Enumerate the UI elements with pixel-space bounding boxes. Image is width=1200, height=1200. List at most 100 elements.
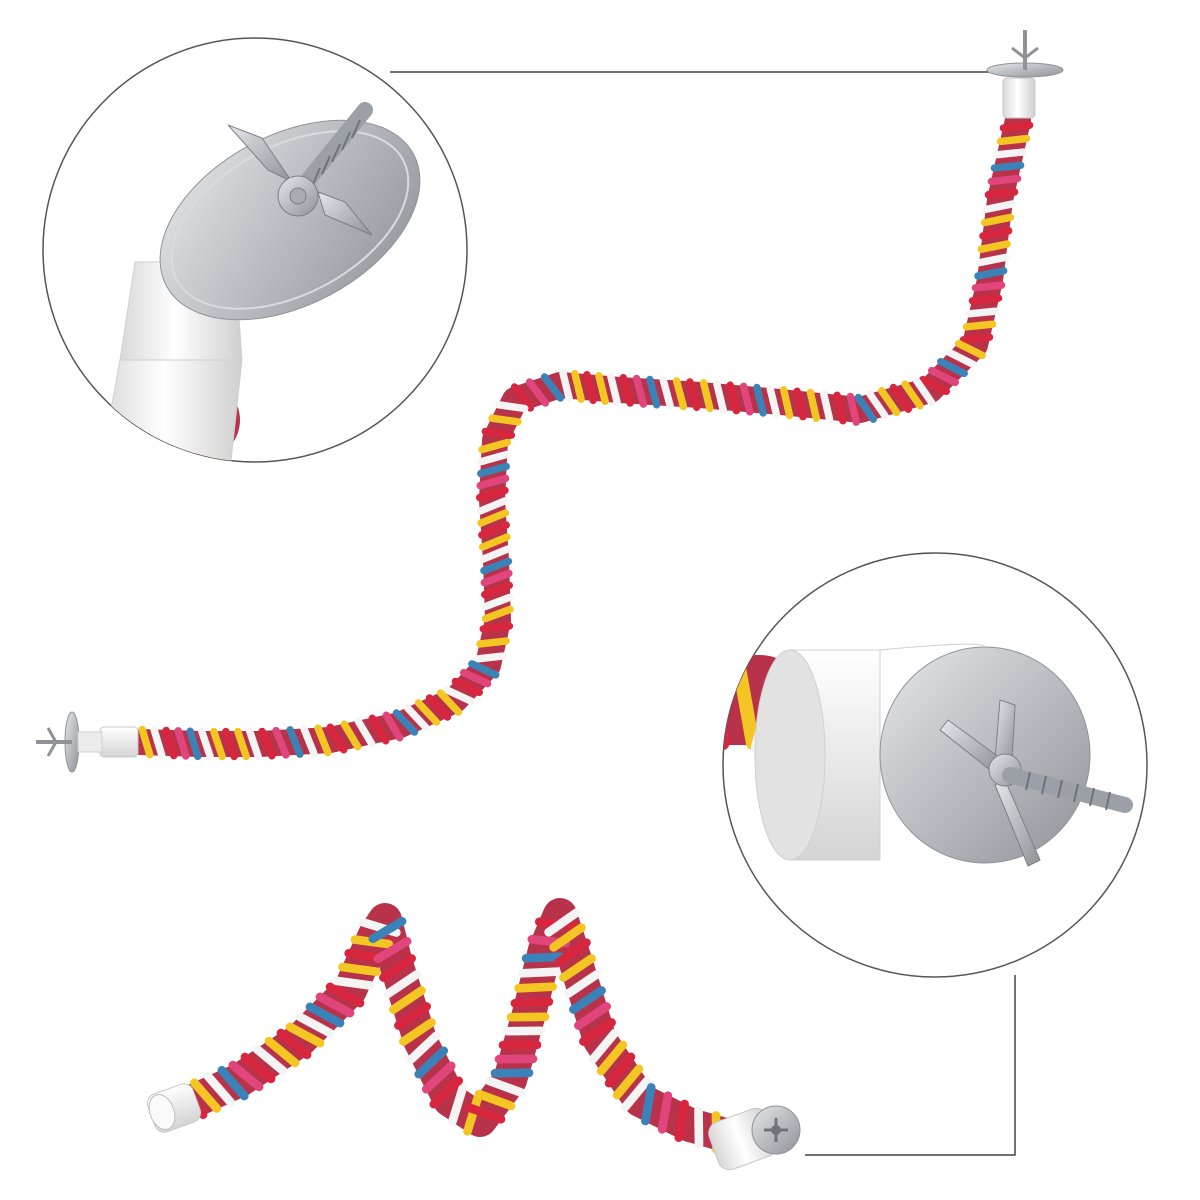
rope-twist bbox=[993, 148, 1028, 159]
rope-twist bbox=[866, 390, 889, 420]
rope-twist bbox=[820, 390, 834, 424]
rope-twist bbox=[481, 605, 514, 623]
rope-twist bbox=[443, 686, 475, 705]
rope-twist bbox=[484, 1076, 526, 1097]
rope-twist bbox=[399, 1018, 436, 1046]
rope-twist bbox=[305, 1002, 345, 1028]
rope-twist bbox=[406, 1031, 441, 1064]
rope-twist bbox=[982, 200, 1016, 214]
rope-twist bbox=[463, 1094, 482, 1136]
rope-twist bbox=[203, 1072, 235, 1107]
rope-twist bbox=[979, 226, 1013, 240]
rope-twist bbox=[723, 649, 730, 751]
rope-twist bbox=[252, 1044, 288, 1076]
rope-twist bbox=[300, 725, 318, 758]
rope-twist bbox=[228, 1060, 264, 1092]
rope-twist bbox=[389, 986, 426, 1014]
rope-twist bbox=[429, 1076, 464, 1109]
rope-twist bbox=[672, 377, 688, 411]
rope-twist bbox=[739, 382, 754, 416]
rope-twist bbox=[477, 509, 510, 527]
rope-twist bbox=[919, 375, 950, 396]
rope-twist bbox=[480, 569, 513, 587]
rope-twist bbox=[901, 380, 924, 410]
rope-twist bbox=[272, 726, 290, 759]
rope-twist bbox=[962, 320, 997, 331]
rope-twist bbox=[632, 374, 648, 408]
rope-twist bbox=[276, 1028, 312, 1060]
rope-twist bbox=[974, 267, 1008, 280]
rope-twist bbox=[525, 378, 550, 407]
rope-twist bbox=[574, 1002, 611, 1030]
rope-twist bbox=[475, 486, 509, 502]
rope-twist bbox=[968, 294, 1003, 305]
rope-twist bbox=[285, 1022, 325, 1048]
rope-twist bbox=[619, 374, 634, 407]
rope-twist bbox=[264, 1036, 300, 1068]
rope-twist bbox=[987, 174, 1022, 186]
rope-twist bbox=[674, 1099, 689, 1142]
rope-twist bbox=[477, 462, 510, 478]
rope-twist bbox=[559, 369, 573, 402]
rope-twist bbox=[421, 1061, 456, 1094]
rope-twist bbox=[686, 378, 701, 411]
rope-twist bbox=[996, 134, 1031, 146]
rope-twist bbox=[368, 916, 407, 944]
rope-twist bbox=[186, 727, 202, 761]
rope-twist bbox=[425, 694, 452, 721]
rope-twist bbox=[368, 714, 390, 745]
rope-twist bbox=[174, 727, 190, 760]
rope-twist bbox=[726, 381, 741, 415]
rope-twist bbox=[210, 727, 226, 761]
left-end-cap bbox=[36, 711, 139, 773]
rope-twist bbox=[510, 997, 554, 1008]
rope-twist bbox=[451, 677, 483, 697]
long-rope-perch bbox=[36, 30, 1064, 773]
rope-twist bbox=[583, 371, 597, 404]
rope-twist bbox=[833, 391, 847, 425]
zigzag-left-cap bbox=[146, 1083, 202, 1133]
rope-twist bbox=[977, 240, 1011, 254]
rope-twist bbox=[959, 333, 994, 344]
zigzag-rope bbox=[168, 898, 742, 1154]
rope-twist bbox=[217, 1065, 249, 1101]
rope-twist bbox=[240, 1052, 276, 1084]
rope-twist bbox=[713, 380, 727, 414]
rope-twist bbox=[588, 1028, 620, 1064]
rope-twist bbox=[414, 1046, 449, 1079]
rope-twist bbox=[780, 386, 794, 420]
rope-twist bbox=[414, 699, 441, 726]
rope-twist bbox=[315, 992, 355, 1018]
rope-twist bbox=[382, 711, 404, 742]
rope-twist bbox=[472, 652, 507, 663]
rope-twist bbox=[955, 339, 986, 360]
rope-twist bbox=[604, 1052, 636, 1088]
callout-line-bottom bbox=[805, 975, 1016, 1156]
rope-twist bbox=[138, 725, 154, 759]
rope-twist bbox=[338, 962, 381, 977]
rope-twist bbox=[579, 1018, 616, 1046]
rope-twist bbox=[476, 497, 509, 515]
rope-twist bbox=[620, 1076, 652, 1112]
rope-twist bbox=[646, 375, 661, 409]
rope-twist bbox=[479, 622, 514, 633]
rope-twist bbox=[946, 348, 977, 369]
rope-twist bbox=[595, 372, 609, 405]
rope-twist bbox=[564, 970, 601, 998]
rope-twist bbox=[286, 726, 304, 758]
rope-twist bbox=[403, 704, 430, 731]
rope-twist bbox=[753, 383, 767, 417]
rope-twist bbox=[460, 668, 492, 688]
rope-twist bbox=[641, 1083, 656, 1126]
rope-twist bbox=[477, 450, 511, 466]
rope-twist bbox=[607, 373, 621, 406]
rope-twist bbox=[198, 727, 214, 761]
rope-twist bbox=[479, 545, 512, 563]
rope-twist bbox=[965, 307, 1000, 318]
callout-lines bbox=[390, 71, 1016, 1156]
rope-twist bbox=[694, 1106, 704, 1149]
rope-twist bbox=[478, 533, 511, 551]
rope-twist bbox=[326, 723, 348, 754]
rope-twist bbox=[448, 1084, 467, 1126]
